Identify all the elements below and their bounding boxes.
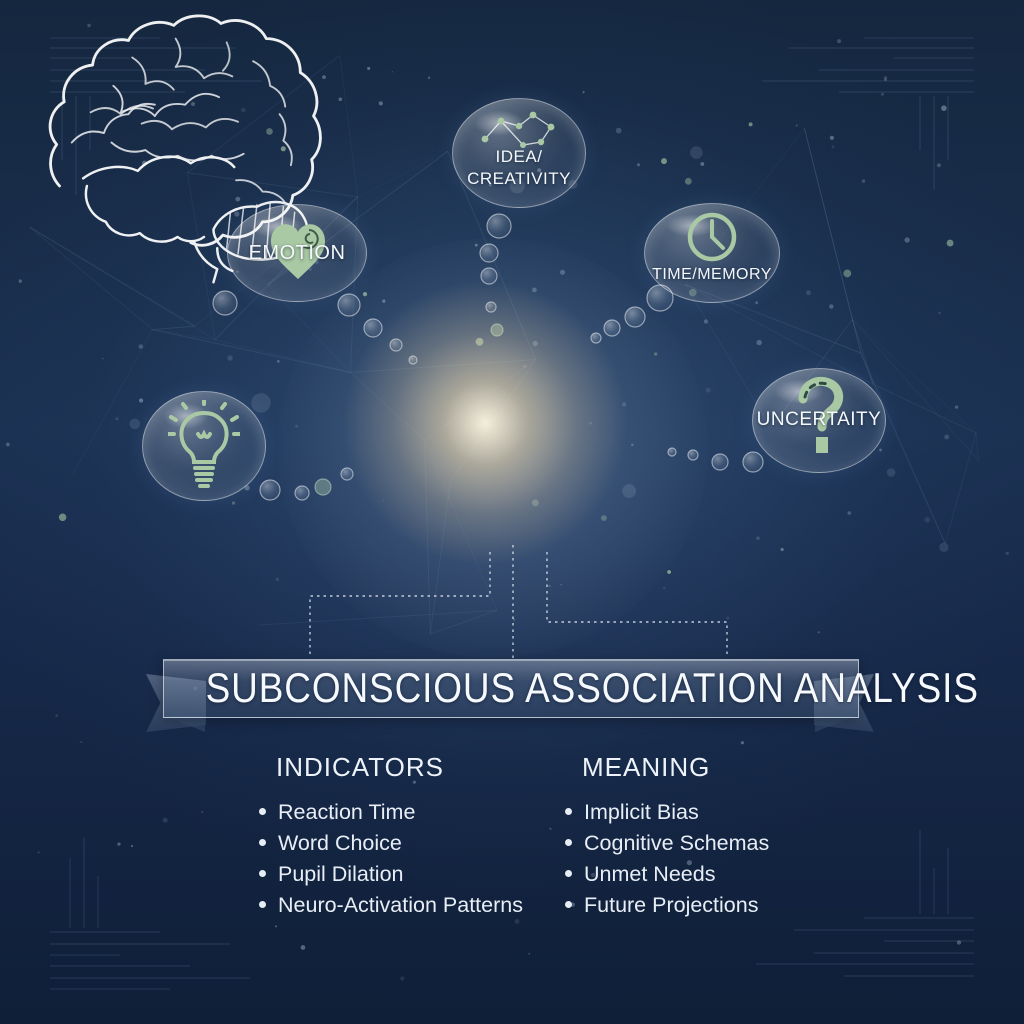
list-item: Cognitive Schemas — [565, 830, 862, 856]
network-nodes-icon — [481, 111, 555, 148]
bubble-chain-bulb-to-brain — [259, 467, 354, 501]
indicators-column: INDICATORS Reaction Time Word Choice Pup… — [256, 752, 556, 923]
bubble-time-memory: TIME/MEMORY — [644, 203, 780, 303]
main-title: SUBCONSCIOUS ASSOCIATION ANALYSIS — [205, 664, 979, 711]
bubble-label: IDEA/ — [495, 147, 543, 166]
list-item: Unmet Needs — [565, 861, 862, 887]
bubble-insight — [142, 391, 266, 501]
meaning-heading: MEANING — [582, 752, 711, 782]
bubble-label: TIME/MEMORY — [652, 266, 772, 283]
meaning-column: MEANING Implicit Bias Cognitive Schemas … — [562, 752, 862, 923]
list-item: Neuro-Activation Patterns — [259, 892, 556, 918]
meaning-list: Implicit Bias Cognitive Schemas Unmet Ne… — [562, 799, 862, 918]
list-item: Future Projections — [565, 892, 862, 918]
ribbon-band: SUBCONSCIOUS ASSOCIATION ANALYSIS — [163, 659, 979, 718]
bubble-uncertainty: UNCERTAITY — [752, 368, 886, 473]
bubble-chain-idea-to-brain — [479, 213, 512, 337]
list-item: Word Choice — [259, 830, 556, 856]
indicators-heading: INDICATORS — [276, 752, 444, 782]
bubble-label: EMOTION — [248, 242, 346, 264]
bubble-chain-emotion-to-brain — [212, 290, 418, 365]
bubble-idea-creativity: IDEA/ CREATIVITY — [452, 98, 586, 208]
clock-icon — [687, 212, 737, 262]
list-item: Pupil Dilation — [259, 861, 556, 887]
bubble-label: UNCERTAITY — [756, 409, 882, 430]
brain-glow-halo — [278, 238, 708, 658]
list-item: Reaction Time — [259, 799, 556, 825]
list-item: Implicit Bias — [565, 799, 862, 825]
dashed-connectors — [309, 545, 728, 658]
bubble-emotion: EMOTION — [227, 204, 367, 302]
corner-decoration-bottom-left — [50, 838, 250, 990]
bubble-chain-time-to-brain — [590, 284, 674, 344]
lightbulb-icon — [168, 400, 240, 488]
heart-icon — [271, 224, 325, 279]
bubble-chain-uncertainty-to-brain — [667, 447, 764, 473]
brain-glow-core — [337, 275, 633, 571]
corner-decoration-top-left — [50, 37, 262, 195]
question-mark-icon — [798, 376, 844, 453]
corner-decoration-top-right — [762, 37, 974, 190]
bubble-label: CREATIVITY — [467, 169, 571, 188]
indicators-list: Reaction Time Word Choice Pupil Dilation… — [256, 799, 556, 918]
